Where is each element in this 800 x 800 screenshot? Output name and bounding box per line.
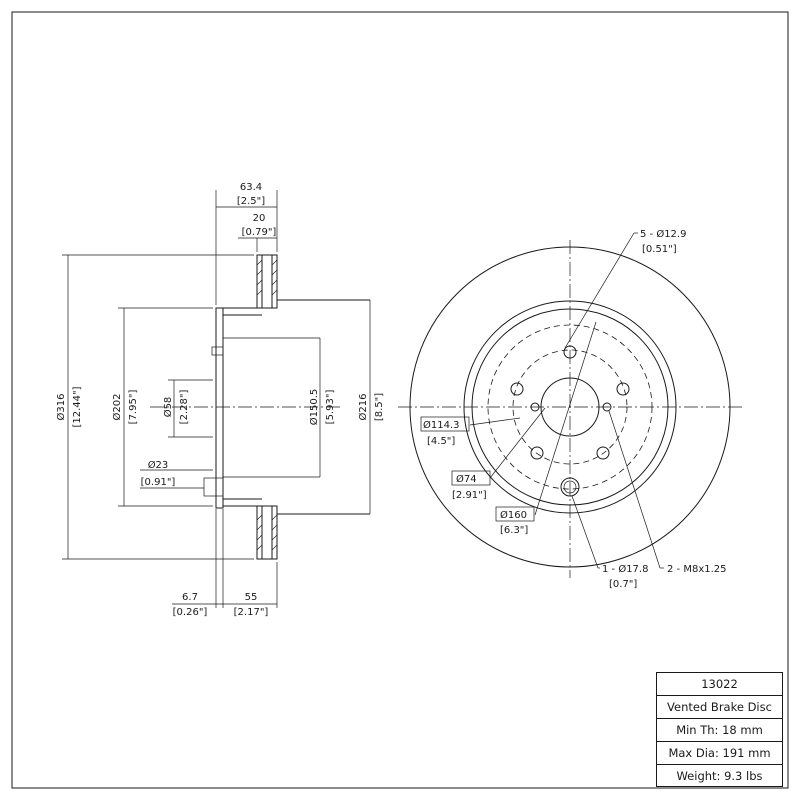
- dim-hub-pilot: Ø150.5: [308, 389, 320, 426]
- hat-face-circle: [487, 324, 653, 490]
- label-pilot-in: [2.91"]: [452, 490, 487, 501]
- dim-overall-width-in: [2.5"]: [237, 196, 265, 207]
- dim-hat-height-in: [2.17"]: [234, 607, 269, 618]
- sheet-border: [11, 11, 789, 789]
- lug-hole: [596, 446, 610, 460]
- outer-rotor-edge: [409, 246, 731, 568]
- weight: Weight: 9.3 lbs: [656, 764, 783, 787]
- max-diameter: Max Dia: 191 mm: [656, 741, 783, 764]
- hat-outer-edge: [471, 308, 669, 506]
- label-locator-hole: 1 - Ø17.8: [602, 563, 648, 575]
- label-lug-holes-in: [0.51"]: [642, 244, 677, 255]
- part-description: Vented Brake Disc: [656, 695, 783, 718]
- friction-inner-edge: [463, 300, 677, 514]
- front-view: 5 - Ø12.9 [0.51"] Ø114.3 [4.5"] Ø74 [2.9…: [398, 228, 742, 590]
- center-bore-circle: [540, 377, 600, 437]
- bolt-circle: [512, 349, 628, 465]
- side-section-view: 63.4 [2.5"] 20 [0.79"] Ø316 [12.44"] Ø20…: [55, 182, 385, 618]
- threaded-hole: [530, 402, 540, 412]
- dim-hat-height: 55: [245, 592, 258, 603]
- dim-rotor-thickness: 20: [253, 213, 266, 224]
- dim-overall-width: 63.4: [240, 182, 262, 193]
- label-hat-face-in: [6.3"]: [500, 525, 528, 536]
- flange-hole-upper: [211, 346, 224, 356]
- dim-center-bore-in: [2.28"]: [179, 390, 190, 425]
- label-lug-holes: 5 - Ø12.9: [640, 228, 686, 240]
- lug-hole: [616, 382, 630, 396]
- dim-hub-pilot-in: [5.93"]: [325, 390, 336, 425]
- friction-ring-bottom: [256, 505, 370, 560]
- dim-small-hole-in: [0.91"]: [141, 477, 176, 488]
- dim-outer-diameter-in: [12.44"]: [72, 386, 83, 427]
- dim-outer-diameter: Ø316: [55, 394, 67, 421]
- part-number: 13022: [656, 672, 783, 695]
- dim-flange-thickness: 6.7: [182, 592, 198, 603]
- threaded-hole: [602, 402, 612, 412]
- label-pilot: Ø74: [456, 473, 477, 485]
- dim-inner-friction-in: [8.5"]: [374, 393, 385, 421]
- lug-hole: [530, 446, 544, 460]
- label-hat-face: Ø160: [500, 509, 527, 521]
- label-bolt-circle-in: [4.5"]: [427, 436, 455, 447]
- friction-ring-top: [256, 254, 370, 309]
- dim-center-bore: Ø58: [162, 397, 174, 418]
- dim-hat-diameter-in: [7.95"]: [128, 390, 139, 425]
- lug-hole: [510, 382, 524, 396]
- min-thickness: Min Th: 18 mm: [656, 718, 783, 741]
- dim-flange-thickness-in: [0.26"]: [173, 607, 208, 618]
- locator-hole: [560, 477, 580, 497]
- dim-rotor-thickness-in: [0.79"]: [242, 227, 277, 238]
- lug-hole: [563, 345, 577, 359]
- dim-hat-diameter: Ø202: [111, 394, 123, 421]
- label-screw-holes: 2 - M8x1.25: [667, 564, 727, 575]
- label-bolt-circle: Ø114.3: [423, 419, 460, 431]
- mounting-flange: [215, 307, 224, 509]
- dim-small-hole: Ø23: [148, 459, 169, 471]
- dim-inner-friction: Ø216: [357, 394, 369, 421]
- flange-hole-lower: [203, 477, 224, 497]
- label-locator-hole-in: [0.7"]: [609, 579, 637, 590]
